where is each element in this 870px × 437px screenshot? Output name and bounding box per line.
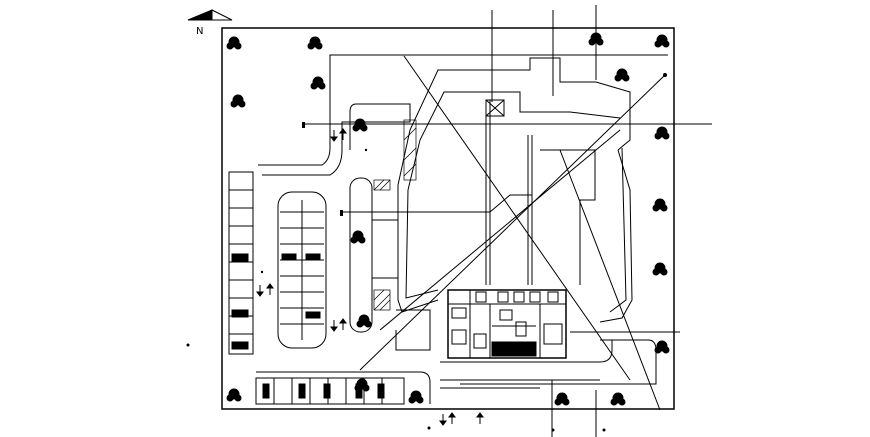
site-boundary: [221, 27, 675, 410]
center-parking-island: [277, 191, 327, 349]
traffic-arrows: [256, 128, 484, 426]
access-road-outline: [258, 54, 668, 176]
north-arrow-icon: [187, 9, 233, 21]
hatched-areas: [373, 119, 417, 311]
left-parking-strip: [228, 171, 254, 355]
survey-markers: [186, 73, 667, 432]
core-floor-plan-block: [447, 289, 567, 359]
lower-road-outline: [440, 339, 657, 385]
north-label: N: [196, 26, 204, 37]
diagonal-guide-lines: [359, 55, 666, 411]
median-island: [349, 177, 373, 333]
bottom-parking-row: [255, 371, 431, 405]
main-building-outline: [371, 57, 633, 351]
trees: [226, 32, 670, 406]
